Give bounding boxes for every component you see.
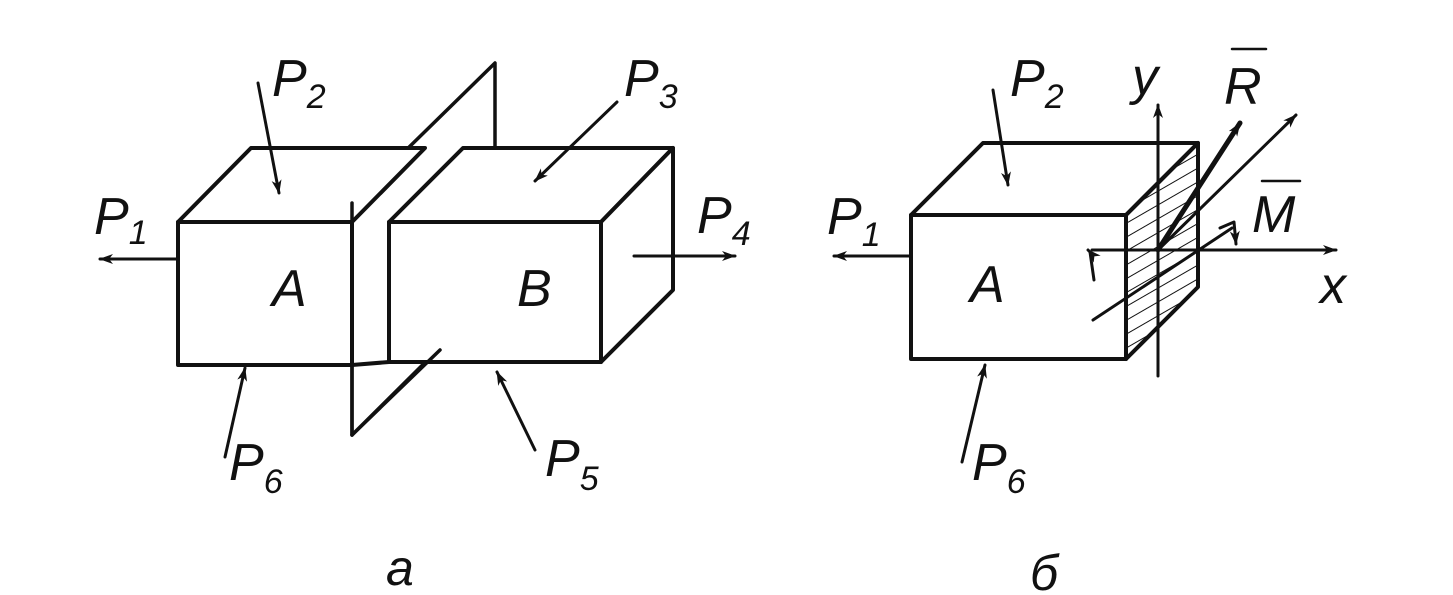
bottom-edge [350,360,391,367]
figure-b: A P1 P2 P6 y x R M б [827,47,1348,595]
arrow-b-p6 [960,363,987,464]
arrow-p2 [256,81,282,195]
vector-m [1156,113,1298,252]
label-m: M [1252,186,1296,244]
label-b-body-a: A [967,256,1005,314]
label-b-p1: P1 [827,188,881,254]
figure-a: A B P1 P2 P3 P4 P5 P6 а [94,50,751,595]
block-b-front-face [387,220,603,364]
label-a-p6: P6 [229,434,283,501]
label-resultant-m: M [1252,179,1302,244]
label-r: R [1224,58,1262,116]
label-b-p2: P2 [1010,50,1064,116]
block-a-front-face [176,220,354,367]
vector-r [1155,120,1243,253]
arrow-p3 [533,100,619,183]
label-b-p6: P6 [972,434,1026,501]
arrow-b-p2 [991,88,1011,187]
label-axis-x: x [1317,257,1348,315]
label-a-body-b: B [517,260,552,318]
axis-z-line [1091,226,1234,322]
label-resultant-r: R [1224,47,1268,116]
moment-curl-left [1086,248,1101,282]
arrow-p5 [495,370,537,452]
block-a [176,146,427,367]
label-a-p2: P2 [272,50,326,116]
label-a-body-a: A [269,260,307,318]
plane-lower-edge [350,348,442,437]
block-b [387,146,675,364]
label-a-p1: P1 [94,188,148,252]
arrow-p6 [223,366,248,459]
label-a-p3: P3 [624,50,678,116]
moment-curl-right [1218,220,1240,246]
part-a-front-face [909,213,1128,361]
block-a-top-face [176,146,427,224]
label-a-p4: P4 [697,187,751,253]
caption-b: б [1030,545,1060,595]
label-a-p5: P5 [545,430,599,498]
caption-a: а [386,540,414,595]
label-axis-y: y [1129,48,1161,106]
